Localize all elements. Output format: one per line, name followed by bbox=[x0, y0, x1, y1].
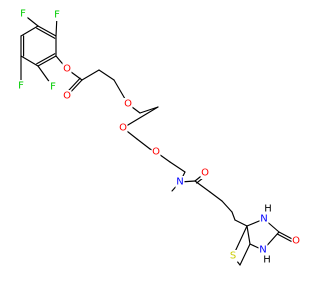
fluorine-label-3: F bbox=[18, 81, 24, 92]
fluorine-label-1-halo bbox=[18, 8, 28, 20]
bond-C3-C4 bbox=[139, 106, 159, 114]
double-bond-r3-r4 bbox=[36, 53, 56, 65]
ester-oxygen-label-halo bbox=[62, 63, 72, 75]
bond-Cco-Ca bbox=[81, 69, 100, 81]
ether-oxygen-label-2: O bbox=[119, 123, 127, 134]
ether-oxygen-label-3: O bbox=[152, 147, 160, 158]
ester-oxygen-label: O bbox=[63, 64, 71, 75]
fluorine-label-3-halo bbox=[16, 80, 26, 92]
amide-oxygen-label: O bbox=[201, 168, 209, 179]
bond-r1-r2 bbox=[37, 25, 57, 37]
urea-oxygen-label-halo bbox=[291, 235, 300, 247]
bond-C4-O2 bbox=[122, 106, 159, 129]
amide-nitrogen-label-halo bbox=[175, 176, 185, 188]
bond-C10-C11 bbox=[221, 200, 233, 213]
fluorine-label-2-halo bbox=[52, 9, 62, 21]
bond-r4-r5 bbox=[20, 55, 39, 67]
amide-nitrogen-label: N bbox=[176, 177, 183, 188]
double-bond-r1-r2 bbox=[36, 27, 56, 39]
fluorine-label-2: F bbox=[54, 10, 60, 21]
urea-nitrogen-label-top-halo bbox=[259, 213, 269, 225]
bond-C11-C12 bbox=[231, 211, 236, 221]
bond-r6-r1 bbox=[20, 25, 39, 37]
bond-C12-C3a bbox=[234, 219, 248, 227]
urea-hydrogen-label-bottom: H bbox=[263, 255, 271, 266]
ether-oxygen-label-1-halo bbox=[123, 98, 133, 110]
fluorine-label-4: F bbox=[50, 82, 56, 93]
urea-oxygen-label: O bbox=[292, 236, 300, 247]
carbonyl-oxygen-label: O bbox=[63, 91, 71, 102]
sulfur-label: S bbox=[230, 251, 236, 262]
bond-r3-r4 bbox=[37, 55, 57, 67]
carbonyl-oxygen-label-halo bbox=[62, 90, 72, 102]
fluorine-label-4-halo bbox=[48, 81, 58, 93]
fluorine-label-1: F bbox=[20, 9, 26, 20]
bond-C5-C6 bbox=[136, 138, 151, 150]
urea-nitrogen-label-bottom: N bbox=[259, 245, 266, 256]
bond-C4s-C6a bbox=[239, 243, 251, 266]
bond-C9-C10 bbox=[209, 191, 223, 202]
bond-C7-C8 bbox=[169, 161, 186, 173]
bond-Ca-Cb bbox=[98, 69, 115, 81]
urea-nitrogen-label-bottom-halo bbox=[258, 244, 268, 256]
sulfur-label-halo bbox=[228, 250, 238, 262]
ether-oxygen-label-1: O bbox=[124, 99, 132, 110]
amide-oxygen-label-halo bbox=[200, 167, 210, 179]
ether-oxygen-label-2-halo bbox=[118, 122, 128, 134]
ether-oxygen-label-3-halo bbox=[151, 146, 161, 158]
bond-C6a-C3a bbox=[246, 225, 251, 245]
urea-hydrogen-label-top: H bbox=[264, 204, 272, 215]
urea-nitrogen-label-top: N bbox=[260, 214, 267, 225]
bond-layer bbox=[20, 13, 297, 266]
